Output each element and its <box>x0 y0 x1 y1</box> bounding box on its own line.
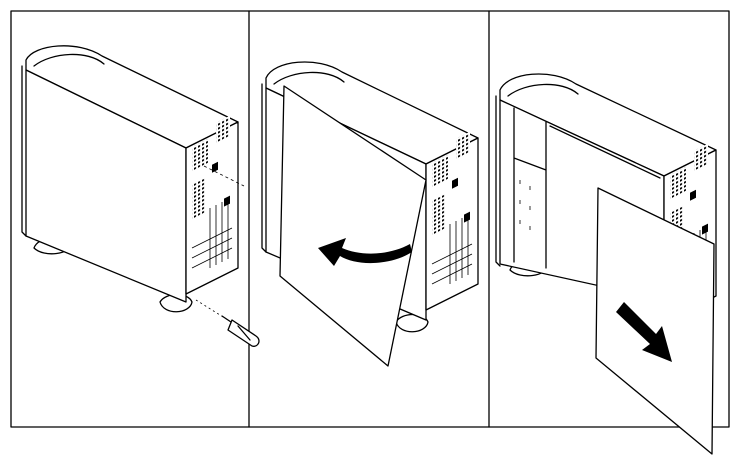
front-bezel <box>261 83 267 253</box>
drive-bay-slots <box>519 180 531 230</box>
side-cover-swinging <box>279 85 427 367</box>
curved-arrow-icon <box>318 238 412 266</box>
screwdriver-icon <box>195 299 260 347</box>
figure-frame <box>10 10 730 428</box>
chassis-rail <box>549 125 661 179</box>
side-cover-removed <box>595 187 715 455</box>
straight-arrow-icon <box>616 302 672 362</box>
top-handle <box>33 53 105 67</box>
front-bezel <box>21 65 27 237</box>
top-handle <box>507 83 579 97</box>
top-handle <box>273 71 345 85</box>
front-bezel <box>495 95 501 267</box>
panel-step-2 <box>261 61 479 367</box>
drive-bay-frame <box>513 107 547 269</box>
case-side-cover <box>25 69 187 303</box>
panel-step-1 <box>21 45 260 347</box>
panel-step-3 <box>495 73 717 455</box>
rear-foot <box>395 313 429 333</box>
screw-guide-line <box>203 165 245 187</box>
